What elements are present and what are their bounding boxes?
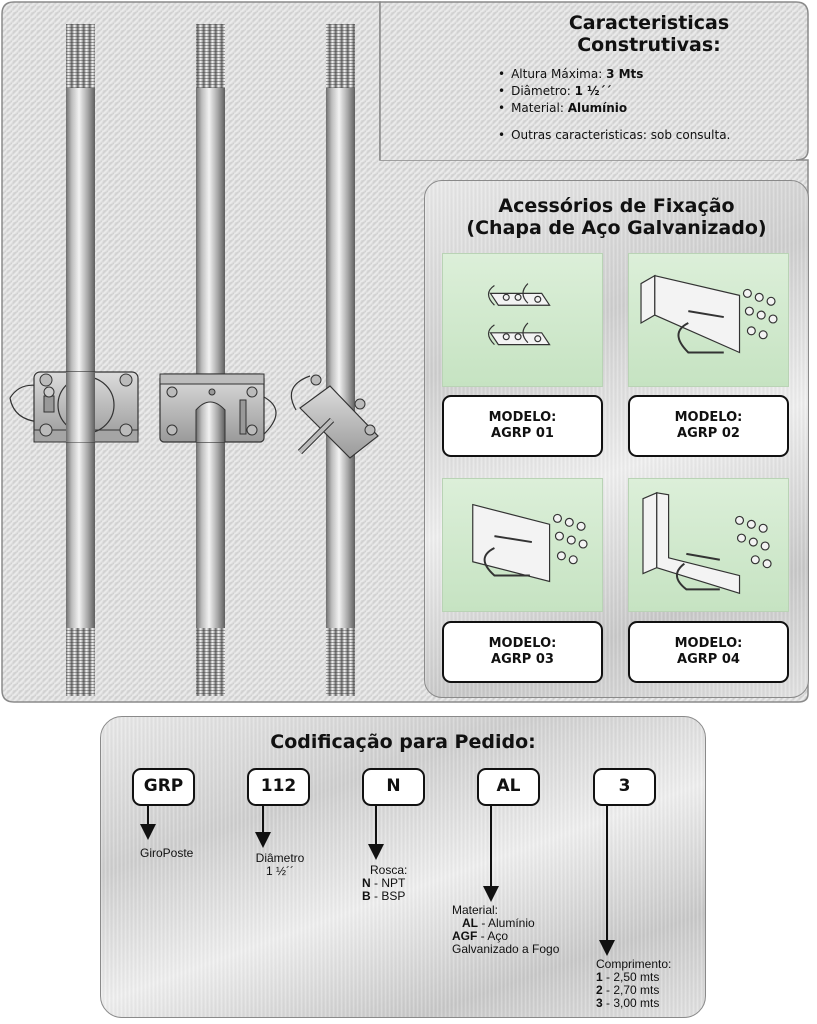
agrp-03-image — [442, 478, 603, 612]
specs-section: Caracteristicas Construtivas: Altura Máx… — [490, 12, 808, 144]
desc-diameter: Diâmetro 1 ½´´ — [255, 851, 305, 878]
spec-diameter: Diâmetro: 1 ½´´ — [498, 83, 808, 100]
pole-3 — [326, 24, 355, 696]
agrp-02-image — [628, 253, 789, 387]
pole-2 — [196, 24, 225, 696]
specs-title: Caracteristicas Construtivas: — [490, 12, 808, 56]
code-box-thread: N — [362, 768, 425, 806]
desc-thread: Rosca: N - NPT B - BSP — [362, 863, 408, 903]
model-label: MODELO: — [488, 410, 557, 425]
code-box-length: 3 — [593, 768, 656, 806]
mount-plate-1 — [9, 371, 139, 443]
desc-giroposte: GiroPoste — [140, 846, 194, 860]
material-option-al: AL - Alumínio — [462, 916, 535, 930]
model-agrp-04: MODELO: AGRP 04 — [628, 621, 789, 683]
thread-option-n: N - NPT — [362, 876, 406, 890]
agrp-01-image — [442, 253, 603, 387]
mount-plate-2 — [159, 373, 277, 443]
spec-height: Altura Máxima: 3 Mts — [498, 66, 808, 83]
accessories-panel: Acessórios de Fixação (Chapa de Aço Galv… — [424, 180, 809, 698]
spec-other: Outras caracteristicas: sob consulta. — [498, 127, 808, 144]
thread-option-b: B - BSP — [362, 889, 406, 903]
specs-list: Altura Máxima: 3 Mts Diâmetro: 1 ½´´ Mat… — [498, 66, 808, 144]
desc-material: Material: AL - Alumínio AGF - Aço Galvan… — [452, 903, 560, 956]
model-code: AGRP 02 — [677, 426, 740, 441]
model-code: AGRP 04 — [677, 652, 740, 667]
accessories-title-line1: Acessórios de Fixação — [498, 195, 735, 217]
desc-length: Comprimento: 1 - 2,50 mts 2 - 2,70 mts 3… — [596, 957, 672, 1010]
agrp-04-image — [628, 478, 789, 612]
code-box-diameter: 112 — [247, 768, 310, 806]
spec-material: Material: Alumínio — [498, 100, 808, 117]
specs-title-line2: Construtivas: — [577, 34, 721, 56]
accessories-title-line2: (Chapa de Aço Galvanizado) — [466, 217, 767, 239]
code-box-material: AL — [477, 768, 540, 806]
model-label: MODELO: — [488, 636, 557, 651]
ordering-panel: Codificação para Pedido: — [100, 716, 706, 1018]
model-agrp-03: MODELO: AGRP 03 — [442, 621, 603, 683]
model-code: AGRP 01 — [491, 426, 554, 441]
model-agrp-02: MODELO: AGRP 02 — [628, 395, 789, 457]
model-label: MODELO: — [674, 636, 743, 651]
model-agrp-01: MODELO: AGRP 01 — [442, 395, 603, 457]
accessories-title: Acessórios de Fixação (Chapa de Aço Galv… — [425, 195, 808, 239]
code-box-grp: GRP — [132, 768, 195, 806]
length-option-3: 3 - 3,00 mts — [596, 996, 660, 1010]
mount-plate-3 — [290, 374, 379, 459]
pole-1 — [66, 24, 95, 696]
ordering-title: Codificação para Pedido: — [270, 731, 536, 753]
length-option-2: 2 - 2,70 mts — [596, 983, 660, 997]
length-option-1: 1 - 2,50 mts — [596, 970, 660, 984]
model-code: AGRP 03 — [491, 652, 554, 667]
model-label: MODELO: — [674, 410, 743, 425]
specs-title-line1: Caracteristicas — [568, 12, 730, 34]
material-option-agf: AGF - Aço — [452, 929, 509, 943]
